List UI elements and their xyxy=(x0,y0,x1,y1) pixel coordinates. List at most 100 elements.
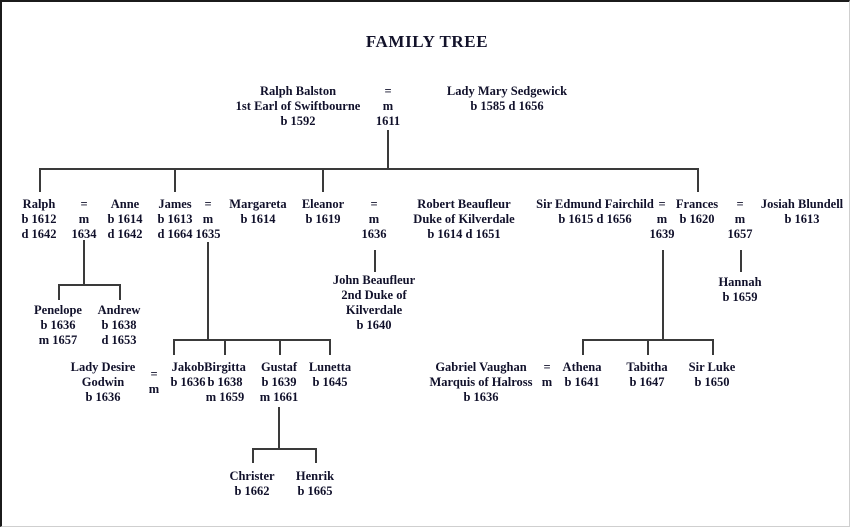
person-line: Lunetta xyxy=(308,360,352,374)
page-title: FAMILY TREE xyxy=(365,32,489,51)
person-line: m 1659 xyxy=(205,390,245,404)
person-athena: Athena b 1641 xyxy=(554,360,610,390)
person-line: b 1612 xyxy=(21,212,57,226)
person-line: b 1639 xyxy=(261,375,297,389)
marriage-equals: = xyxy=(736,197,744,211)
connector-drop-james xyxy=(174,168,176,192)
person-penelope: Penelope b 1636 m 1657 xyxy=(24,303,92,348)
person-henrik: Henrik b 1665 xyxy=(286,469,344,499)
connector-drop-athena xyxy=(582,339,584,355)
person-line: Duke of Kilverdale xyxy=(413,212,515,226)
connector-penelope-andrew-bus xyxy=(58,284,121,286)
connector-drop-penelope xyxy=(58,284,60,300)
person-lady-mary-sedgewick: Lady Mary Sedgewick b 1585 d 1656 xyxy=(412,84,602,114)
marriage-james-margareta: = m 1635 xyxy=(191,197,225,242)
person-lady-desire-godwin: Lady Desire Godwin b 1636 xyxy=(60,360,146,405)
marriage-ralph-anne: = m 1634 xyxy=(64,197,104,242)
person-jakob: Jakob b 1636 xyxy=(162,360,214,390)
person-john-beaufleur: John Beaufleur 2nd Duke of Kilverdale b … xyxy=(314,273,434,333)
person-line: b 1662 xyxy=(234,484,270,498)
marriage-m: m xyxy=(368,212,380,226)
connector-gen2-bus xyxy=(39,168,699,170)
person-line: Anne xyxy=(110,197,140,211)
person-line: b 1636 xyxy=(85,390,121,404)
person-line: b 1659 xyxy=(722,290,758,304)
person-line: Marquis of Halross xyxy=(429,375,533,389)
connector-ralph-anne-down xyxy=(83,240,85,286)
marriage-equals: = xyxy=(384,84,392,98)
connector-drop-luke xyxy=(712,339,714,355)
person-line: b 1647 xyxy=(629,375,665,389)
person-eleanor: Eleanor b 1619 xyxy=(292,197,354,227)
person-robert-beaufleur: Robert Beaufleur Duke of Kilverdale b 16… xyxy=(394,197,534,242)
person-line: b 1614 d 1651 xyxy=(427,227,501,241)
person-line: b 1640 xyxy=(356,318,392,332)
connector-christer-henrik-bus xyxy=(252,448,316,450)
person-line: b 1614 xyxy=(107,212,143,226)
marriage-edmund-frances: = m 1639 xyxy=(640,197,684,242)
connector-jakob-siblings-bus xyxy=(173,339,330,341)
person-line: Josiah Blundell xyxy=(760,197,844,211)
connector-drop-eleanor xyxy=(322,168,324,192)
person-line: b 1638 xyxy=(207,375,243,389)
person-line: b 1645 xyxy=(312,375,348,389)
person-tabitha: Tabitha b 1647 xyxy=(617,360,677,390)
marriage-year: 1611 xyxy=(375,114,401,128)
person-ralph-balston: Ralph Balston 1st Earl of Swiftbourne b … xyxy=(208,84,388,129)
person-line: b 1585 d 1656 xyxy=(470,99,544,113)
person-line: b 1592 xyxy=(280,114,316,128)
person-line: Penelope xyxy=(34,303,82,317)
connector-drop-tabitha xyxy=(647,339,649,355)
person-line: John Beaufleur xyxy=(332,273,416,287)
person-line: Hannah xyxy=(718,275,762,289)
connector-drop-christer xyxy=(252,448,254,463)
marriage-year: 1634 xyxy=(71,227,97,241)
person-line: Sir Luke xyxy=(688,360,736,374)
marriage-equals: = xyxy=(204,197,212,211)
person-line: b 1619 xyxy=(305,212,341,226)
person-line: 1st Earl of Swiftbourne xyxy=(235,99,361,113)
marriage-m: m xyxy=(541,375,553,389)
connector-drop-andrew xyxy=(119,284,121,300)
person-line: Godwin xyxy=(81,375,125,389)
person-line: b 1615 d 1656 xyxy=(558,212,632,226)
marriage-equals: = xyxy=(370,197,378,211)
person-line: 2nd Duke of xyxy=(341,288,407,302)
connector-drop-henrik xyxy=(315,448,317,463)
person-margareta: Margareta b 1614 xyxy=(218,197,298,227)
person-line: d 1653 xyxy=(101,333,137,347)
person-line: Gabriel Vaughan xyxy=(435,360,527,374)
person-line: b 1636 xyxy=(40,318,76,332)
person-line: Athena xyxy=(562,360,602,374)
marriage-m: m xyxy=(78,212,90,226)
person-line: b 1614 xyxy=(240,212,276,226)
person-line: Henrik xyxy=(295,469,335,483)
person-line: Jakob xyxy=(171,360,205,374)
person-line: b 1650 xyxy=(694,375,730,389)
person-line: James xyxy=(158,197,192,211)
marriage-year: 1636 xyxy=(361,227,387,241)
person-line: b 1620 xyxy=(679,212,715,226)
person-birgitta: Birgitta b 1638 m 1659 xyxy=(194,360,256,405)
person-line: m 1661 xyxy=(259,390,299,404)
connector-drop-gustaf xyxy=(279,339,281,355)
person-line: b 1638 xyxy=(101,318,137,332)
marriage-equals: = xyxy=(658,197,666,211)
person-lunetta: Lunetta b 1645 xyxy=(300,360,360,390)
marriage-year: 1657 xyxy=(727,227,753,241)
connector-drop-birgitta xyxy=(224,339,226,355)
marriage-desire-jakob: = m xyxy=(144,367,164,397)
connector-drop-lunetta xyxy=(329,339,331,355)
person-line: b 1636 xyxy=(463,390,499,404)
marriage-equals: = xyxy=(543,360,551,374)
connector-james-margareta-down xyxy=(207,242,209,340)
person-line: b 1613 xyxy=(784,212,820,226)
marriage-m: m xyxy=(202,212,214,226)
person-line: Sir Edmund Fairchild xyxy=(536,197,654,211)
person-sir-edmund-fairchild: Sir Edmund Fairchild b 1615 d 1656 xyxy=(530,197,660,227)
marriage-m: m xyxy=(734,212,746,226)
marriage-gabriel-athena: = m xyxy=(536,360,558,390)
person-line: m 1657 xyxy=(38,333,78,347)
person-line: d 1664 xyxy=(157,227,193,241)
